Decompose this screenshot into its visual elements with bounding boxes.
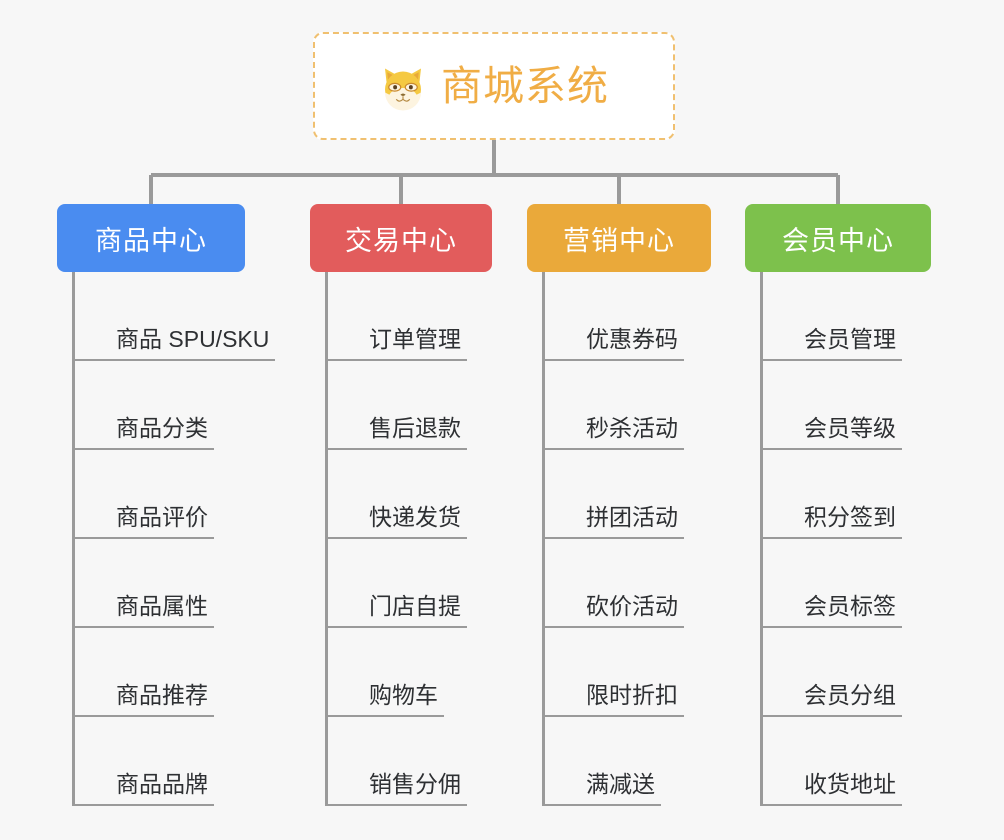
list-item[interactable]: 收货地址: [760, 717, 931, 806]
list-item-label: 满减送: [542, 771, 661, 806]
list-item-label: 门店自提: [325, 593, 467, 628]
list-item[interactable]: 售后退款: [325, 361, 492, 450]
page-title: 商城系统: [441, 62, 609, 109]
list-item[interactable]: 商品 SPU/SKU: [72, 272, 276, 361]
category-box-member-center[interactable]: 会员中心: [745, 204, 931, 272]
list-item-label: 订单管理: [325, 326, 467, 361]
list-item[interactable]: 会员管理: [760, 272, 931, 361]
category-box-marketing-center[interactable]: 营销中心: [527, 204, 711, 272]
list-item-label: 会员管理: [760, 326, 902, 361]
list-item[interactable]: 拼团活动: [542, 450, 711, 539]
column-product-center: 商品中心商品 SPU/SKU 商品分类商品评价商品属性商品推荐商品品牌: [57, 204, 276, 806]
list-item[interactable]: 限时折扣: [542, 628, 711, 717]
list-item[interactable]: 商品属性: [72, 539, 275, 628]
list-item-label: 商品推荐: [72, 682, 214, 717]
list-item[interactable]: 销售分佣: [325, 717, 492, 806]
category-box-product-center[interactable]: 商品中心: [57, 204, 245, 272]
list-item-label: 秒杀活动: [542, 415, 684, 450]
list-item-label: 拼团活动: [542, 504, 684, 539]
list-item-label: 会员等级: [760, 415, 902, 450]
branch-spine: [325, 272, 328, 806]
list-item-label: 商品属性: [72, 593, 214, 628]
column-trade-center: 交易中心订单管理售后退款快递发货门店自提购物车销售分佣: [310, 204, 492, 806]
list-item-label: 购物车: [325, 682, 444, 717]
column-marketing-center: 营销中心优惠券码秒杀活动拼团活动砍价活动限时折扣满减送: [527, 204, 711, 806]
list-item-label: 快递发货: [325, 504, 467, 539]
shiba-dog-face-icon: [379, 64, 427, 112]
column-member-center: 会员中心会员管理会员等级积分签到会员标签会员分组收货地址: [745, 204, 931, 806]
list-item[interactable]: 商品推荐: [72, 628, 275, 717]
list-item-label: 砍价活动: [542, 593, 684, 628]
list-item-label: 优惠券码: [542, 326, 684, 361]
list-item[interactable]: 秒杀活动: [542, 361, 711, 450]
list-item[interactable]: 会员标签: [760, 539, 931, 628]
branch-spine: [542, 272, 545, 806]
root-node[interactable]: 商城系统: [313, 32, 675, 140]
list-item-label: 销售分佣: [325, 771, 467, 806]
list-item[interactable]: 积分签到: [760, 450, 931, 539]
item-list-product-center: 商品 SPU/SKU 商品分类商品评价商品属性商品推荐商品品牌: [72, 272, 276, 806]
list-item-label: 积分签到: [760, 504, 902, 539]
list-item-label: 商品分类: [72, 415, 214, 450]
item-list-trade-center: 订单管理售后退款快递发货门店自提购物车销售分佣: [325, 272, 492, 806]
list-item[interactable]: 商品评价: [72, 450, 275, 539]
list-item-label: 商品 SPU/SKU: [72, 326, 276, 361]
branch-spine: [760, 272, 763, 806]
list-item[interactable]: 购物车: [325, 628, 492, 717]
list-item[interactable]: 砍价活动: [542, 539, 711, 628]
list-item[interactable]: 门店自提: [325, 539, 492, 628]
list-item[interactable]: 满减送: [542, 717, 711, 806]
list-item[interactable]: 优惠券码: [542, 272, 711, 361]
list-item[interactable]: 会员分组: [760, 628, 931, 717]
list-item[interactable]: 会员等级: [760, 361, 931, 450]
list-item-label: 商品品牌: [72, 771, 214, 806]
item-list-marketing-center: 优惠券码秒杀活动拼团活动砍价活动限时折扣满减送: [542, 272, 711, 806]
list-item-label: 会员分组: [760, 682, 902, 717]
branch-spine: [72, 272, 75, 806]
list-item-label: 商品评价: [72, 504, 214, 539]
list-item-label: 限时折扣: [542, 682, 684, 717]
list-item[interactable]: 商品品牌: [72, 717, 275, 806]
list-item-label: 收货地址: [760, 771, 902, 806]
list-item-label: 会员标签: [760, 593, 902, 628]
list-item-label: 售后退款: [325, 415, 467, 450]
item-list-member-center: 会员管理会员等级积分签到会员标签会员分组收货地址: [760, 272, 931, 806]
list-item[interactable]: 订单管理: [325, 272, 492, 361]
list-item[interactable]: 商品分类: [72, 361, 275, 450]
list-item[interactable]: 快递发货: [325, 450, 492, 539]
category-box-trade-center[interactable]: 交易中心: [310, 204, 492, 272]
